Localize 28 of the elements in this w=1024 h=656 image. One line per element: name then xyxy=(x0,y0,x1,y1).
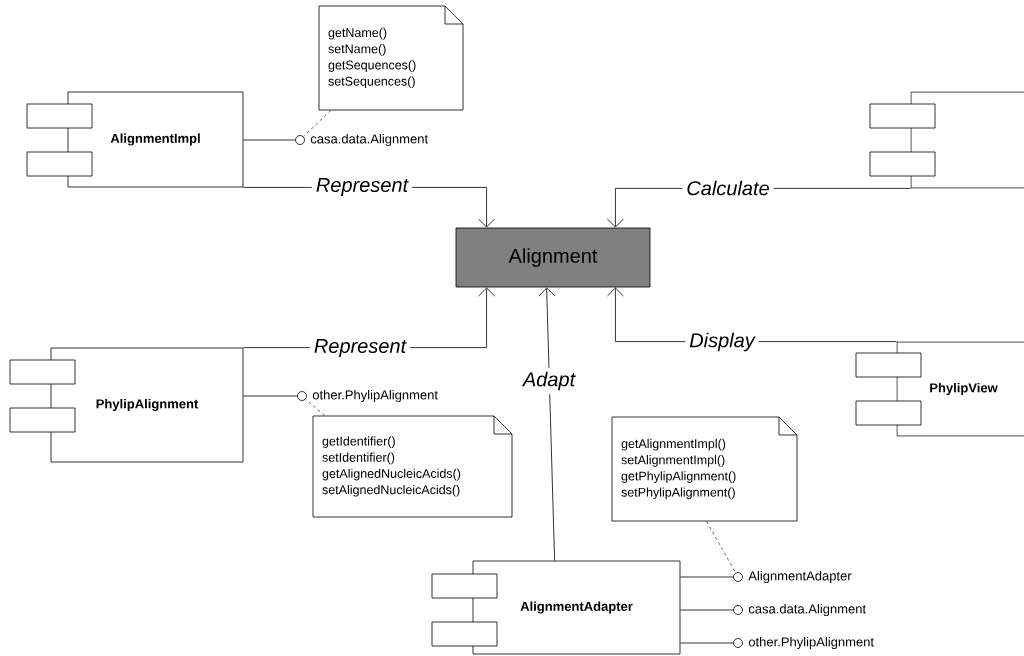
connector xyxy=(243,395,298,397)
leader-line xyxy=(303,110,331,137)
interface-label: other.PhylipAlignment xyxy=(312,389,438,403)
connector xyxy=(680,642,734,644)
connector xyxy=(680,609,734,611)
interface-label: casa.data.Alignment xyxy=(748,603,866,617)
component-box xyxy=(869,91,1024,189)
arrow xyxy=(538,287,556,561)
edge-label: Represent xyxy=(311,174,413,200)
component-box: AlignmentAdapter xyxy=(431,560,681,655)
note: getIdentifier() setIdentifier() getAlignedNucleicAcids() setAlignedNucleicAcids() xyxy=(312,415,513,518)
component-box: AlignmentImpl xyxy=(26,91,244,188)
note: getAlignmentImpl() setAlignmentImpl() getPhylipAlignment() setPhylipAlignment() xyxy=(611,416,798,522)
edge-label: Calculate xyxy=(682,176,774,200)
edge-label: Display xyxy=(685,328,759,356)
interface-label: other.PhylipAlignment xyxy=(748,636,874,650)
interface-label: AlignmentAdapter xyxy=(748,570,852,584)
component-box: PhylipAlignment xyxy=(9,347,244,463)
leader-line xyxy=(305,398,325,416)
component-box: PhylipView xyxy=(855,341,1024,437)
edge-label: Represent xyxy=(309,335,411,361)
leader-line xyxy=(706,521,736,574)
connector xyxy=(243,139,296,141)
connector xyxy=(680,576,734,578)
class-box: Alignment xyxy=(455,227,651,288)
interface-label: casa.data.Alignment xyxy=(310,133,428,147)
edge-label: Adapt xyxy=(518,367,580,395)
note: getName() setName() getSequences() setSequences() xyxy=(318,5,464,111)
